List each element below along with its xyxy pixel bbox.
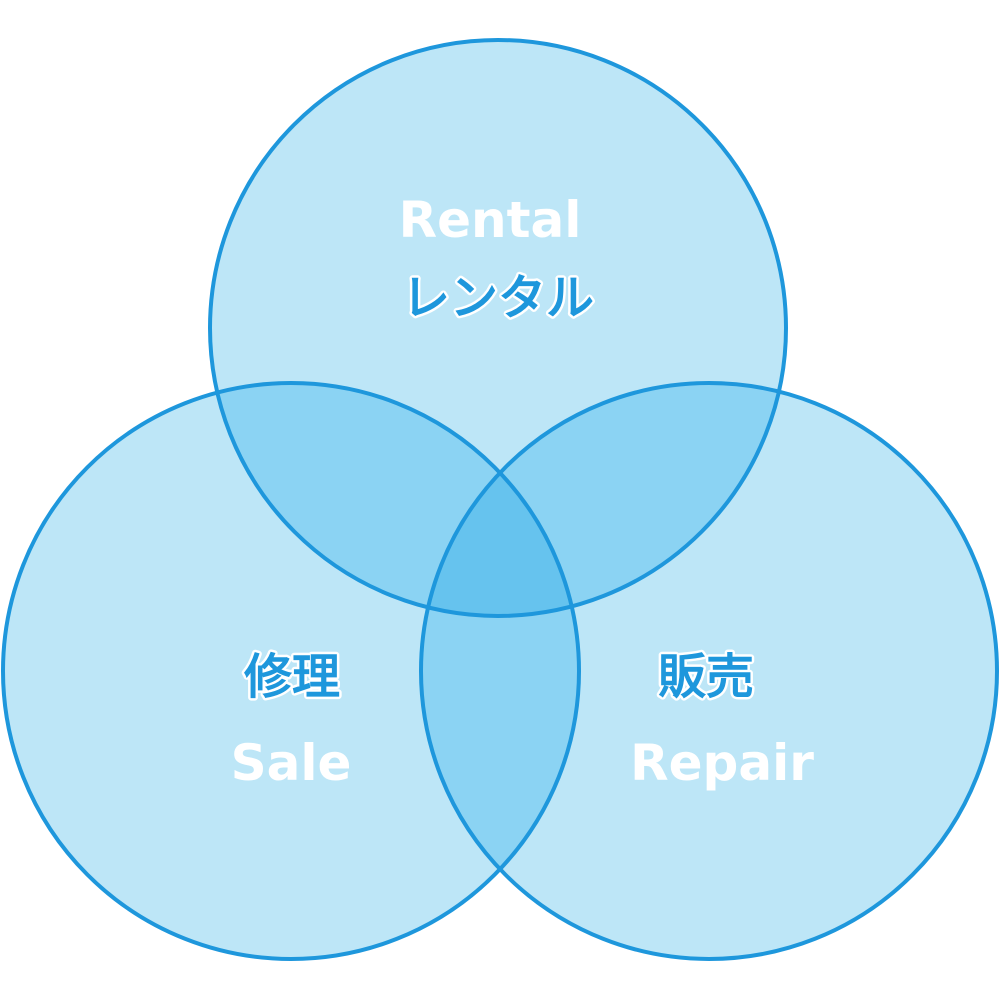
right-label-ja: 販売 [658, 649, 754, 705]
top-label-ja: レンタル [402, 270, 594, 326]
outline-top [208, 38, 788, 618]
outline-left [1, 381, 581, 961]
outline-right [419, 381, 999, 961]
left-label-en: Sale [231, 734, 352, 792]
overlap-top-right [421, 383, 786, 616]
circle-outlines [1, 38, 999, 961]
right-label-en: Repair [630, 734, 814, 792]
overlap-top-left [210, 383, 579, 616]
left-label-ja: 修理 [244, 649, 340, 705]
top-label-en: Rental [399, 191, 582, 249]
